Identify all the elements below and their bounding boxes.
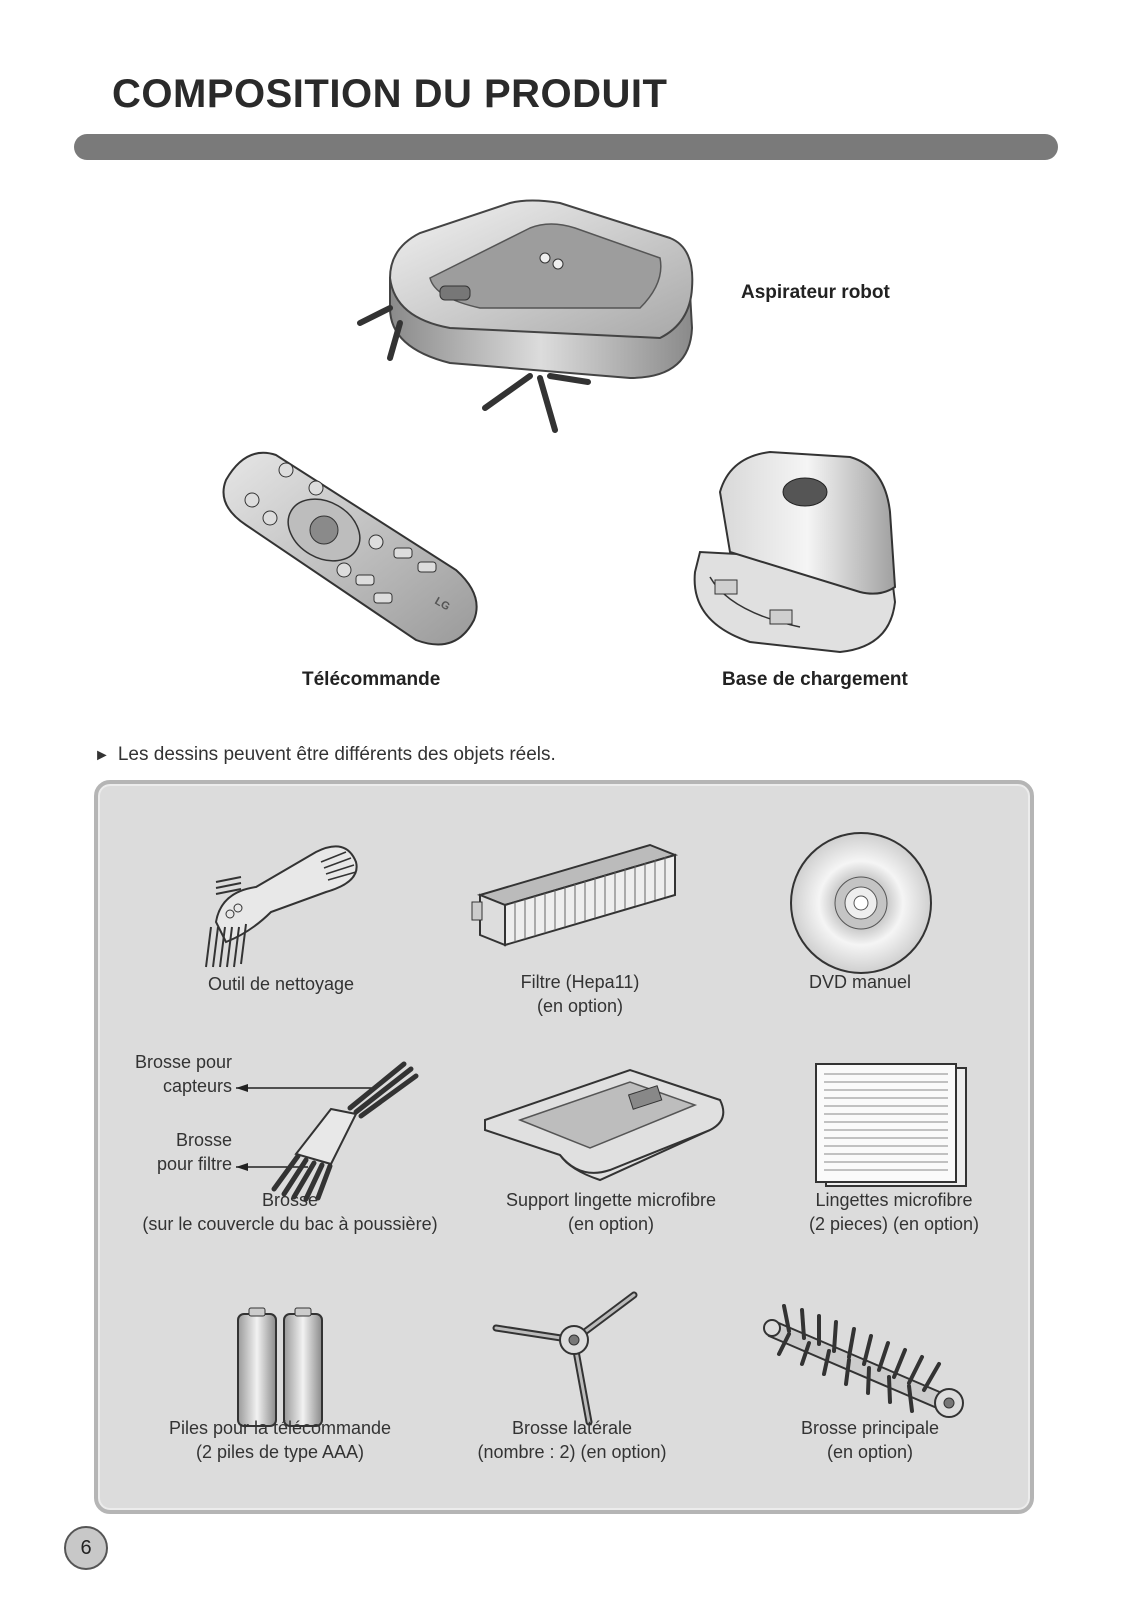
sensor-brush-callout: Brosse pour capteurs [100,1050,232,1098]
main-brush-caption: Brosse principale (en option) [770,1416,970,1464]
remote-control-icon: LG [222,451,478,646]
title-divider-bar [74,134,1058,160]
batteries-caption: Piles pour la télécommande (2 piles de ty… [150,1416,410,1464]
side-brush-caption-line2: (nombre : 2) (en option) [477,1442,667,1462]
main-brush-caption-line1: Brosse principale [800,1418,940,1438]
filter-brush-callout-line2: pour filtre [156,1154,232,1174]
cleaning-tool-caption: Outil de nettoyage [196,972,366,996]
note-marker-icon: ► [94,747,110,764]
batteries-caption-line1: Piles pour la télécommande [168,1418,392,1438]
brush-caption-line1: Brosse [261,1190,319,1210]
main-brush-caption-line2: (en option) [826,1442,914,1462]
microfiber-holder-caption-line2: (en option) [567,1214,655,1234]
filter-brush-callout: Brosse pour filtre [100,1128,232,1176]
batteries-caption-line2: (2 piles de type AAA) [195,1442,365,1462]
microfiber-cloth-caption: Lingettes microfibre (2 pieces) (en optio… [794,1188,994,1236]
cleaning-tool-caption-line1: Outil de nettoyage [207,974,355,994]
robot-vacuum-label: Aspirateur robot [741,282,890,303]
side-brush-caption-line1: Brosse latérale [511,1418,633,1438]
cleaning-tool-icon [205,845,358,968]
microfiber-holder-caption-line1: Support lingette microfibre [505,1190,717,1210]
charging-base-label: Base de chargement [722,669,908,690]
hepa-filter-icon [471,843,679,947]
sensor-brush-callout-line1: Brosse pour [134,1052,232,1072]
main-brush-icon [763,1304,964,1418]
page-title: COMPOSITION DU PRODUIT [112,72,668,116]
hepa-filter-caption-line1: Filtre (Hepa11) [520,972,640,992]
filter-brush-callout-line1: Brosse [175,1130,232,1150]
microfiber-cloth-caption-line2: (2 pieces) (en option) [808,1214,980,1234]
hepa-filter-caption-line2: (en option) [536,996,624,1016]
brush-caption-line2: (sur le couvercle du bac à poussière) [142,1214,438,1234]
remote-control-label: Télécommande [302,669,441,690]
batteries-icon [237,1307,323,1427]
microfiber-cloth-caption-line1: Lingettes microfibre [815,1190,973,1210]
note-text: Les dessins peuvent être différents des … [117,744,556,765]
dvd-caption-line1: DVD manuel [808,972,912,992]
brush-icon [236,1061,419,1202]
microfiber-holder-caption: Support lingette microfibre (en option) [486,1188,736,1236]
brush-caption: Brosse (sur le couvercle du bac à poussiè… [140,1188,440,1236]
side-brush-icon [492,1291,638,1426]
hepa-filter-caption: Filtre (Hepa11) (en option) [500,970,660,1018]
side-brush-caption: Brosse latérale (nombre : 2) (en option) [462,1416,682,1464]
dvd-caption: DVD manuel [780,970,940,994]
sensor-brush-callout-line2: capteurs [162,1076,232,1096]
dvd-icon [790,832,932,974]
disclaimer-note: ► Les dessins peuvent être différents des… [94,744,556,766]
microfiber-cloth-icon [815,1063,967,1187]
page-number: 6 [64,1526,108,1570]
charging-base-icon [693,450,897,654]
robot-vacuum-icon [357,199,694,433]
microfiber-holder-icon [484,1068,725,1182]
